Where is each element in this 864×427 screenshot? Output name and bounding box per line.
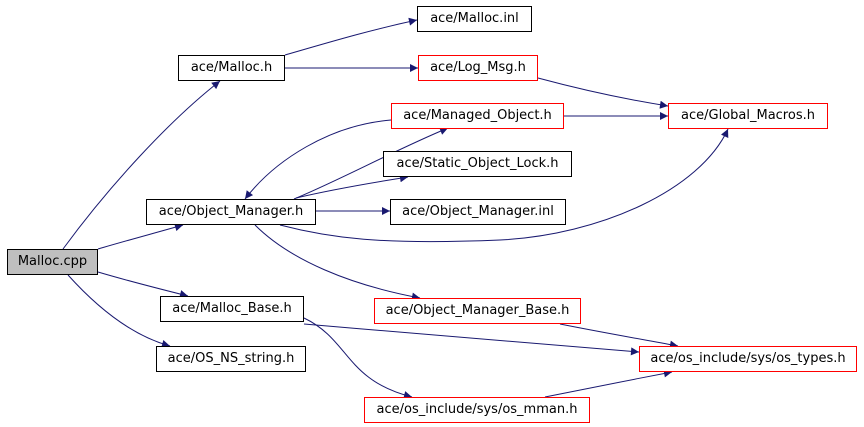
node-static-object-lock-h[interactable]: ace/Static_Object_Lock.h	[383, 151, 572, 177]
node-global-macros-h[interactable]: ace/Global_Macros.h	[668, 103, 828, 129]
node-object-manager-h[interactable]: ace/Object_Manager.h	[146, 199, 316, 225]
node-object-manager-inl[interactable]: ace/Object_Manager.inl	[390, 199, 566, 225]
node-object-manager-base-h[interactable]: ace/Object_Manager_Base.h	[374, 298, 581, 324]
node-malloc-inl[interactable]: ace/Malloc.inl	[417, 6, 532, 32]
edge-malloc-cpp-to-malloc-h	[62, 80, 221, 250]
edge-object-manager-to-managed-object	[293, 127, 449, 200]
node-malloc-base-h[interactable]: ace/Malloc_Base.h	[160, 296, 304, 322]
node-os-mman-h[interactable]: ace/os_include/sys/os_mman.h	[364, 397, 590, 423]
node-log-msg-h[interactable]: ace/Log_Msg.h	[418, 55, 538, 81]
edge-object-manager-base-to-os-types	[559, 323, 679, 349]
node-os-types-h[interactable]: ace/os_include/sys/os_types.h	[639, 346, 857, 372]
edge-object-manager-to-static-object-lock	[295, 174, 409, 199]
node-malloc-cpp: Malloc.cpp	[7, 249, 98, 275]
edge-malloc-cpp-to-object-manager	[97, 223, 184, 250]
edge-malloc-h-to-malloc-inl	[284, 17, 418, 56]
edge-malloc-cpp-to-os-ns-string	[67, 274, 171, 348]
edge-malloc-cpp-to-malloc-base	[97, 271, 189, 298]
node-os-ns-string-h[interactable]: ace/OS_NS_string.h	[156, 346, 306, 372]
edge-os-mman-to-os-types	[544, 369, 673, 398]
edge-malloc-base-to-os-types	[303, 323, 640, 356]
edge-object-manager-to-global-macros	[279, 128, 729, 243]
node-malloc-h[interactable]: ace/Malloc.h	[178, 55, 285, 81]
edge-object-manager-to-object-manager-base	[254, 224, 421, 301]
edge-malloc-base-to-os-mman	[303, 317, 413, 399]
node-managed-object-h[interactable]: ace/Managed_Object.h	[391, 103, 564, 129]
edge-log-msg-to-global-macros	[537, 77, 669, 109]
edge-managed-object-to-object-manager	[244, 119, 392, 200]
